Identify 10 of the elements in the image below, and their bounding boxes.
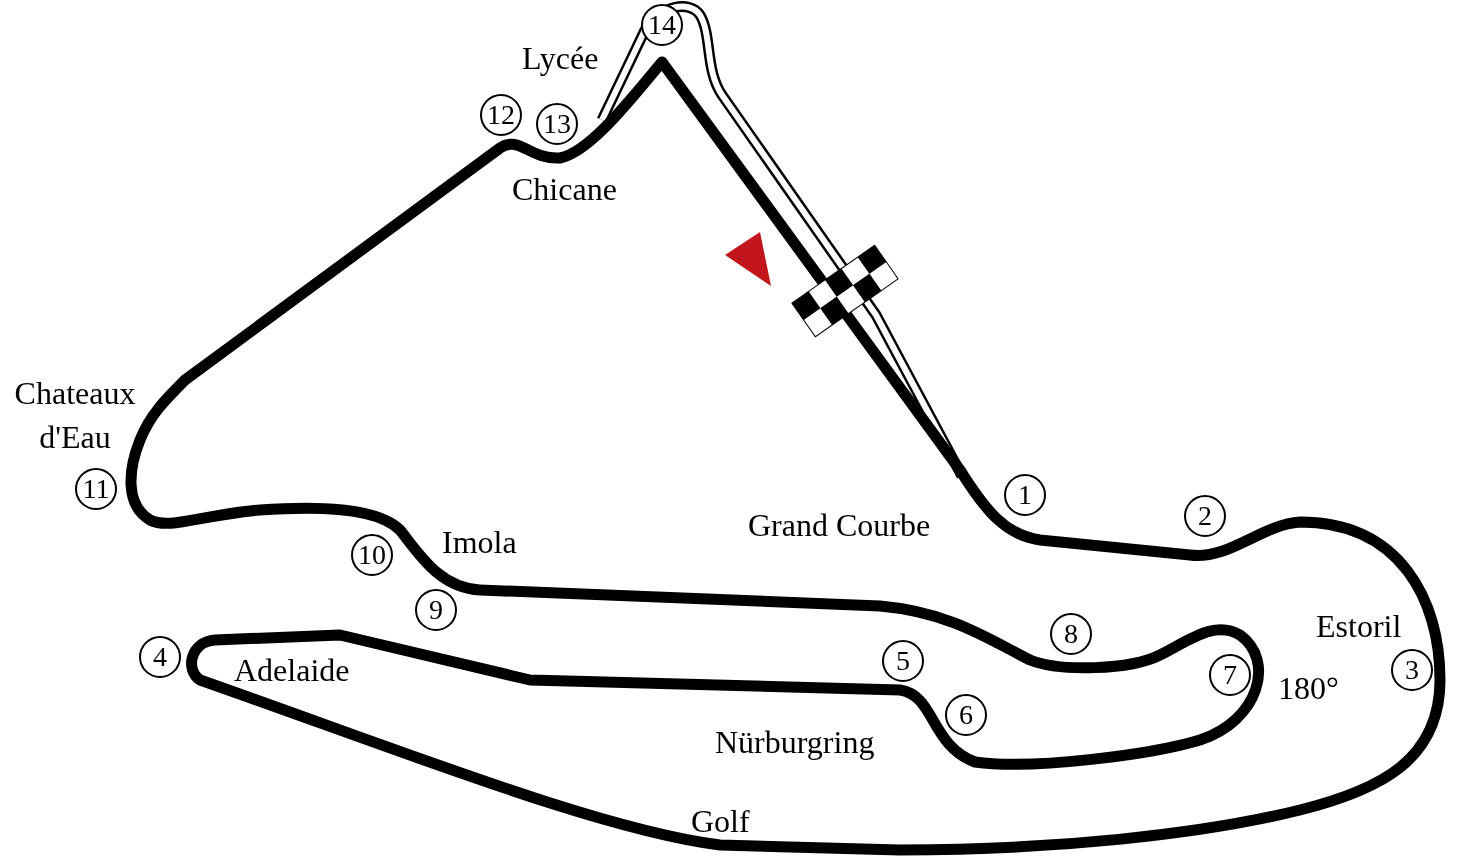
corner-name: Chicane bbox=[512, 170, 617, 209]
corner-name: Golf bbox=[691, 802, 750, 841]
corner-name: Estoril bbox=[1316, 607, 1402, 646]
corner-name: Grand Courbe bbox=[748, 506, 931, 545]
corner-name: Imola bbox=[442, 523, 517, 562]
corner-name: Lycée bbox=[522, 39, 599, 78]
corner-name: Chateaux d'Eau bbox=[13, 374, 137, 457]
corner-name: Nürburgring bbox=[715, 723, 875, 762]
corner-name: 180° bbox=[1278, 669, 1339, 708]
corner-name: Adelaide bbox=[234, 651, 350, 690]
